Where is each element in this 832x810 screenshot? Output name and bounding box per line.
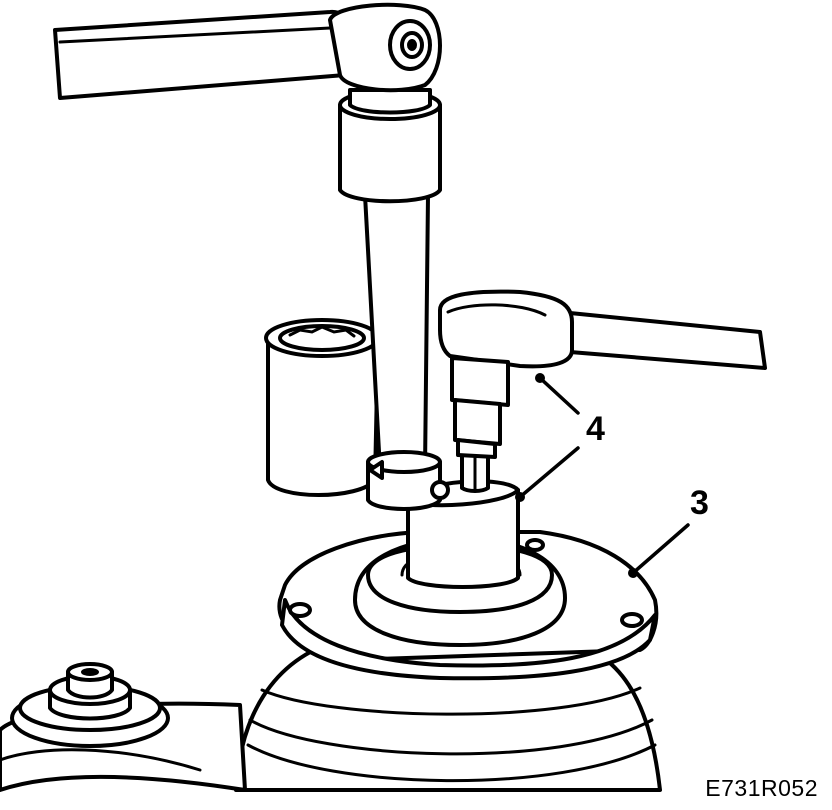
extension-bar xyxy=(338,88,450,511)
ratchet-wrench xyxy=(438,289,767,459)
callout-4-leaders xyxy=(515,373,580,502)
t-handle-wrench xyxy=(53,2,442,100)
callout-4-label: 4 xyxy=(586,410,605,448)
callout-3-leader xyxy=(628,523,690,578)
figure-code: E731R052 xyxy=(705,775,818,801)
callout-3-label: 3 xyxy=(690,484,709,522)
loose-socket xyxy=(264,318,380,497)
side-bracket xyxy=(0,662,247,792)
